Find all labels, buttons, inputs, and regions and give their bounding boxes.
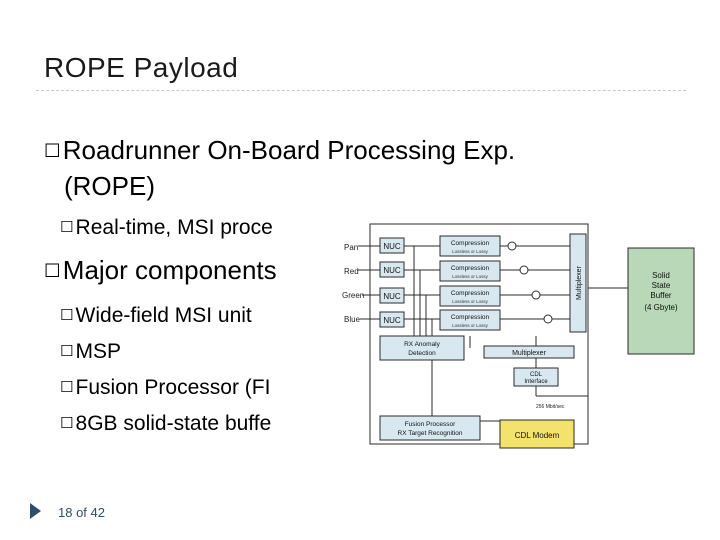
bullet-text: Wide-field MSI unit [75, 304, 252, 327]
bullet-box-icon: ☐ [60, 414, 74, 432]
rope-block-diagram: Pan Red Green Blue NUC NUC NUC NUC Compr… [340, 208, 700, 452]
bullet-major-components: ☐Major components [44, 254, 277, 288]
channel-label-red: Red [344, 267, 359, 276]
crossover-circles [507, 241, 553, 324]
cdl-interface-box: CDL Interface [513, 367, 559, 387]
svg-text:Interface: Interface [524, 379, 548, 385]
bullet-box-icon: ☐ [60, 378, 74, 396]
processor-board-outline [369, 223, 589, 445]
svg-text:Lossless or Lossy: Lossless or Lossy [452, 274, 489, 279]
multiplexer-horizontal: Multiplexer [483, 345, 575, 359]
diagram-svg: Pan Red Green Blue NUC NUC NUC NUC Compr… [342, 223, 695, 449]
svg-text:NUC: NUC [383, 316, 401, 325]
rate-label: 256 Mbit/sec [536, 404, 565, 410]
svg-text:Compression: Compression [451, 265, 490, 272]
bullet-text: Major components [62, 255, 277, 285]
bullet-text: Roadrunner On-Board Processing Exp. [62, 135, 516, 165]
subbullet-realtime: ☐Real-time, MSI proce [60, 214, 273, 241]
svg-text:Solid: Solid [652, 271, 670, 280]
channel-label-blue: Blue [344, 315, 361, 324]
svg-text:Lossless or Lossy: Lossless or Lossy [452, 299, 489, 304]
svg-text:Buffer: Buffer [650, 291, 672, 300]
subbullet-msp: ☐MSP [60, 338, 121, 365]
compression-box-3: Compression Lossless or Lossy [439, 285, 501, 307]
svg-text:(4 Gbyte): (4 Gbyte) [644, 303, 678, 312]
bullet-text: 8GB solid-state buffe [75, 412, 272, 435]
channel-label-pan: Pan [344, 243, 358, 252]
bullet-text: (ROPE) [64, 171, 155, 201]
channel-label-green: Green [342, 291, 364, 300]
bullet-box-icon: ☐ [60, 342, 74, 360]
svg-text:Lossless or Lossy: Lossless or Lossy [452, 249, 489, 254]
title-divider [36, 90, 686, 91]
bullet-rope-cont: (ROPE) [64, 170, 155, 202]
multiplexer-vertical: Multiplexer [569, 233, 587, 333]
bullet-box-icon: ☐ [44, 261, 61, 282]
cdl-modem-box: CDL Modem [499, 419, 575, 449]
bullet-text: Fusion Processor (FI [75, 376, 271, 399]
compression-box-2: Compression Lossless or Lossy [439, 260, 501, 282]
svg-text:CDL Modem: CDL Modem [515, 431, 560, 440]
footer-arrow-icon [30, 503, 41, 519]
fusion-processor-box: Fusion Processor RX Target Recognition [379, 415, 481, 441]
nuc-box-blue: NUC [379, 311, 405, 328]
bullet-box-icon: ☐ [60, 218, 74, 236]
svg-text:RX Target Recognition: RX Target Recognition [398, 430, 463, 437]
rx-anomaly-box: RX Anomaly Detection [379, 335, 465, 361]
svg-text:Fusion Processor: Fusion Processor [405, 421, 456, 428]
bullet-roadrunner: ☐Roadrunner On-Board Processing Exp. [44, 134, 515, 168]
nuc-box-red: NUC [379, 261, 405, 278]
bullet-box-icon: ☐ [60, 306, 74, 324]
svg-text:Compression: Compression [451, 240, 490, 247]
bullet-text: Real-time, MSI proce [75, 216, 273, 239]
svg-text:NUC: NUC [383, 266, 401, 275]
svg-text:Compression: Compression [451, 314, 490, 321]
svg-text:Multiplexer: Multiplexer [512, 350, 547, 357]
svg-text:NUC: NUC [383, 242, 401, 251]
compression-box-4: Compression Lossless or Lossy [439, 309, 501, 331]
solid-state-buffer-box: Solid State Buffer (4 Gbyte) [627, 247, 695, 355]
nuc-box-pan: NUC [379, 237, 405, 254]
nuc-box-green: NUC [379, 287, 405, 304]
svg-text:CDL: CDL [530, 372, 543, 378]
svg-text:NUC: NUC [383, 292, 401, 301]
subbullet-fusion: ☐Fusion Processor (FI [60, 374, 270, 401]
page-number: 18 of 42 [58, 505, 105, 520]
bullet-box-icon: ☐ [44, 141, 61, 162]
subbullet-widefield: ☐Wide-field MSI unit [60, 302, 252, 329]
svg-text:Detection: Detection [408, 350, 436, 357]
svg-text:Compression: Compression [451, 290, 490, 297]
bullet-text: MSP [75, 340, 122, 363]
slide-title: ROPE Payload [44, 52, 239, 83]
svg-text:Multiplexer: Multiplexer [576, 265, 583, 300]
svg-text:Lossless or Lossy: Lossless or Lossy [452, 323, 489, 328]
svg-text:State: State [652, 281, 671, 290]
svg-text:RX Anomaly: RX Anomaly [404, 341, 441, 348]
subbullet-buffer: ☐8GB solid-state buffe [60, 410, 271, 437]
compression-box-1: Compression Lossless or Lossy [439, 235, 501, 257]
